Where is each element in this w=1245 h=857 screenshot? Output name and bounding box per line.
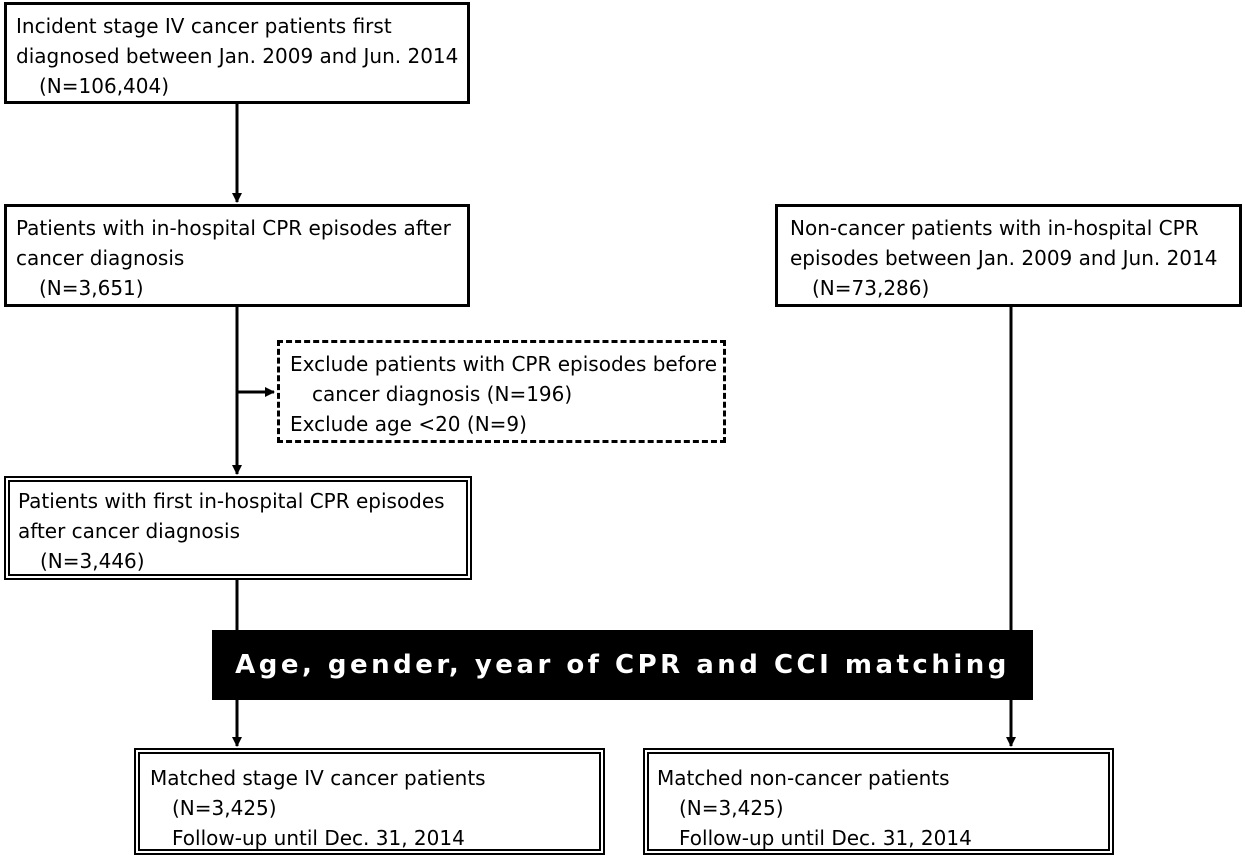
matched-noncancer-line-1: Matched non-cancer patients [657,766,950,790]
cpr-after-count: (N=3,651) [39,276,144,300]
noncancer-line-2: episodes between Jan. 2009 and Jun. 2014 [790,246,1218,270]
first-cpr-episodes-box: Patients with first in-hospital CPR epis… [4,476,472,580]
noncancer-patients-box: Non-cancer patients with in-hospital CPR… [775,204,1242,307]
matched-cancer-followup: Follow-up until Dec. 31, 2014 [172,826,465,850]
matched-cancer-box: Matched stage IV cancer patients (N=3,42… [134,748,605,855]
matched-noncancer-count: (N=3,425) [679,796,784,820]
incident-count: (N=106,404) [39,74,170,98]
exclude-line-1: Exclude patients with CPR episodes befor… [290,352,718,376]
incident-line-2: diagnosed between Jan. 2009 and Jun. 201… [16,44,459,68]
noncancer-count: (N=73,286) [812,276,930,300]
matched-noncancer-followup: Follow-up until Dec. 31, 2014 [679,826,972,850]
exclusion-criteria-box: Exclude patients with CPR episodes befor… [277,340,726,443]
incident-patients-box: Incident stage IV cancer patients first … [4,2,470,104]
matching-criteria-band: Age, gender, year of CPR and CCI matchin… [212,630,1033,700]
incident-line-1: Incident stage IV cancer patients first [16,14,392,38]
first-cpr-count: (N=3,446) [40,549,145,573]
cpr-after-line-1: Patients with in-hospital CPR episodes a… [16,216,451,240]
matched-noncancer-box: Matched non-cancer patients (N=3,425) Fo… [643,748,1114,855]
noncancer-line-1: Non-cancer patients with in-hospital CPR [790,216,1199,240]
exclude-line-3: Exclude age <20 (N=9) [290,412,527,436]
matched-cancer-count: (N=3,425) [172,796,277,820]
matched-cancer-line-1: Matched stage IV cancer patients [150,766,486,790]
cpr-after-diagnosis-box: Patients with in-hospital CPR episodes a… [4,204,470,307]
first-cpr-line-1: Patients with first in-hospital CPR epis… [18,489,445,513]
cpr-after-line-2: cancer diagnosis [16,246,185,270]
matching-label: Age, gender, year of CPR and CCI matchin… [235,650,1010,680]
first-cpr-line-2: after cancer diagnosis [18,519,240,543]
exclude-line-2: cancer diagnosis (N=196) [312,382,573,406]
